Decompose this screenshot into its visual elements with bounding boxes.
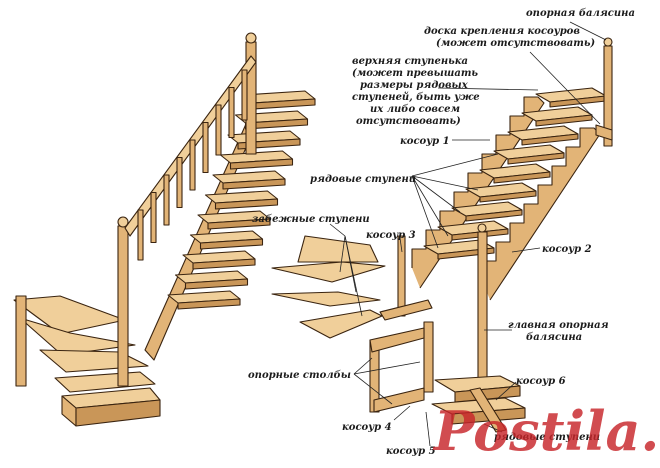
top-newel-knob	[245, 32, 257, 44]
stringer-6	[469, 387, 507, 433]
label-top-step: верхняя ступенька	[352, 56, 468, 67]
regular-step-front	[192, 258, 256, 270]
stringer-2	[481, 127, 601, 301]
label-support-baluster: опорная балясина	[526, 8, 635, 19]
baluster	[215, 104, 222, 156]
label-top-step-note-5: отсутствовать)	[356, 116, 461, 127]
label-stringer-board-note: (может отсутствовать)	[436, 38, 595, 49]
regular-step-front	[199, 238, 264, 250]
label-regular-steps-bottom: рядовые ступени	[494, 432, 600, 443]
regular-step-front	[507, 152, 565, 165]
label-main-baluster: главная опорная	[508, 320, 609, 331]
winder-step	[299, 309, 383, 339]
winder-step	[39, 349, 149, 373]
label-top-step-note-1: (может превышать	[352, 68, 478, 79]
winder-step	[271, 261, 386, 283]
label-winder-steps: забежные ступени	[252, 214, 370, 225]
bottom-step-front	[454, 385, 521, 403]
main-support-baluster	[477, 231, 488, 383]
stringer-board	[595, 124, 613, 141]
baluster	[150, 191, 157, 244]
stringer-4-top	[379, 299, 433, 321]
regular-step-front	[465, 209, 523, 222]
labels-group: опорная балясина доска крепления косоуро…	[248, 8, 635, 457]
left-newel-post	[117, 225, 129, 387]
regular-step-front	[214, 198, 279, 210]
regular-step-front	[229, 158, 294, 170]
label-stringer-5: косоур 5	[386, 446, 436, 457]
left-steps-group	[167, 90, 316, 310]
winder-step	[271, 291, 381, 307]
label-stringer-4: косоур 4	[342, 422, 392, 433]
baluster	[228, 86, 235, 139]
regular-step-front	[521, 133, 579, 146]
label-stringer-6: косоур 6	[516, 376, 566, 387]
baluster	[241, 69, 248, 121]
stringer-4	[369, 327, 425, 353]
assembled-staircase	[13, 32, 316, 427]
baluster	[202, 121, 209, 174]
label-main-baluster-2: балясина	[526, 332, 582, 343]
left-post	[15, 295, 27, 387]
main-baluster-knob	[477, 223, 487, 233]
label-stringer-1: косоур 1	[400, 136, 450, 147]
regular-step-front	[177, 298, 241, 310]
label-support-posts: опорные столбы	[248, 370, 351, 381]
stringer-3	[397, 235, 406, 317]
label-top-step-note-4: их либо совсем	[370, 104, 460, 115]
leader-lines	[329, 21, 607, 447]
label-stringer-2: косоур 2	[542, 244, 592, 255]
stringer-5	[373, 387, 425, 413]
label-top-step-note-3: ступеней, быть уже	[352, 92, 480, 103]
regular-step-front	[479, 190, 537, 203]
watermark-logo: Postila.ru	[432, 399, 660, 463]
winder-step	[13, 295, 126, 335]
label-stringer-board: доска крепления косоуров	[424, 26, 580, 37]
regular-step-front	[493, 171, 551, 184]
winder-step	[297, 235, 379, 263]
baluster	[137, 209, 144, 261]
winder-step	[54, 371, 156, 393]
winder-step	[19, 317, 136, 356]
regular-step-front	[184, 278, 249, 290]
regular-step-front	[207, 218, 271, 230]
support-post-2	[423, 321, 434, 393]
balusters-group	[137, 69, 248, 261]
baluster	[163, 174, 170, 226]
label-stringer-3: косоур 3	[366, 230, 416, 241]
bottom-step-front	[75, 399, 161, 427]
exploded-staircase	[271, 37, 613, 433]
baluster	[189, 139, 196, 191]
baluster	[176, 156, 183, 209]
regular-step-front	[535, 114, 593, 127]
label-top-step-note-2: размеры рядовых	[360, 80, 469, 91]
regular-step-front	[222, 178, 286, 190]
label-regular-steps: рядовые ступени	[310, 174, 416, 185]
newel-knob	[117, 216, 129, 228]
